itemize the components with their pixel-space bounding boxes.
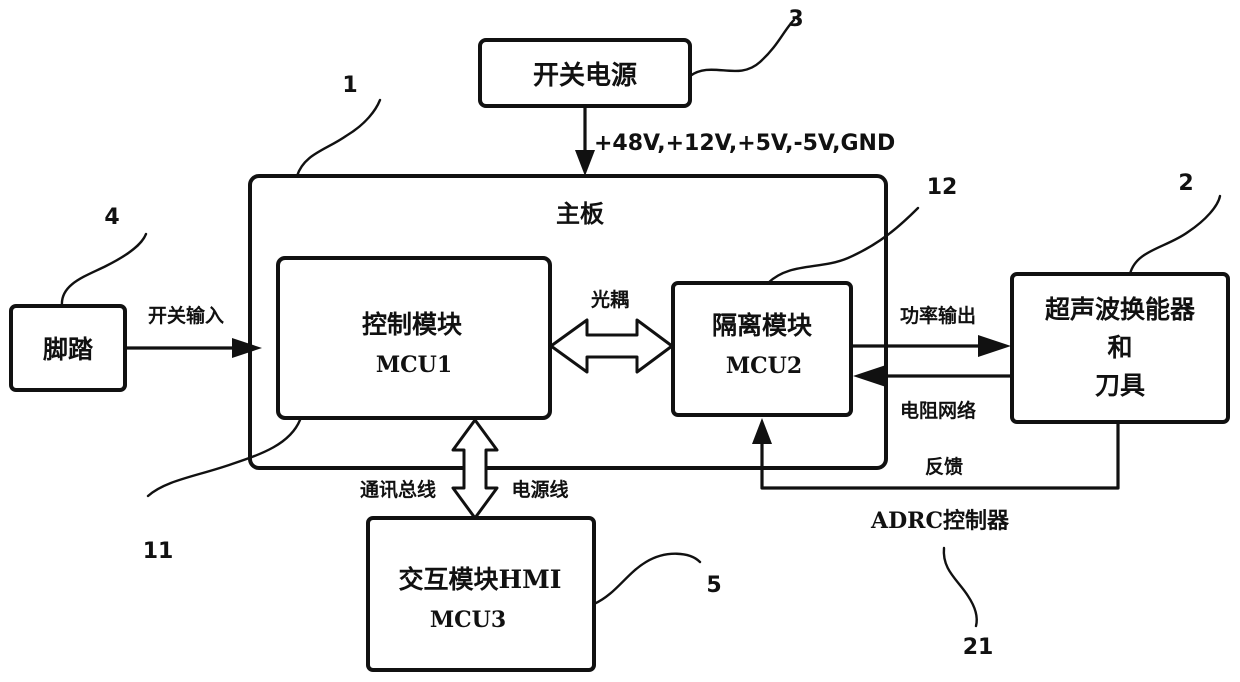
leader-curve-4	[62, 234, 146, 306]
ref-number-21: 21	[963, 635, 994, 660]
power-rail-arrow	[575, 106, 595, 176]
foot-pedal-label: 脚踏	[43, 335, 94, 364]
transducer-label-line2: 和	[1107, 333, 1132, 362]
ref-number-3: 3	[788, 7, 803, 32]
power-output-label: 功率输出	[900, 304, 976, 327]
hmi-module-block: 交互模块HMI MCU3	[368, 518, 594, 670]
power-supply-label: 开关电源	[533, 61, 637, 91]
power-supply-block: 开关电源	[480, 40, 690, 106]
switch-input-label: 开关输入	[148, 304, 224, 327]
hmi-module-mcu: MCU3	[430, 607, 506, 633]
leader-curve-3	[690, 20, 794, 76]
ref-number-4: 4	[104, 205, 119, 230]
resistor-network-arrow	[853, 365, 1011, 387]
transducer-label-line1: 超声波换能器	[1045, 295, 1196, 324]
ref-number-5: 5	[706, 573, 721, 598]
mainboard-label: 主板	[556, 199, 605, 228]
power-rails-label: +48V,+12V,+5V,-5V,GND	[594, 131, 895, 156]
isolation-module-block: 隔离模块 MCU2	[673, 283, 851, 415]
ref-number-12: 12	[927, 175, 958, 200]
isolation-module-name: 隔离模块	[712, 311, 812, 340]
control-module-mcu: MCU1	[376, 352, 452, 378]
control-module-block: 控制模块 MCU1	[278, 258, 550, 418]
comm-bus-label: 通讯总线	[360, 478, 436, 501]
adrc-label: ADRC控制器	[870, 508, 1010, 534]
hmi-module-name: 交互模块HMI	[399, 565, 562, 594]
ref-number-1: 1	[342, 73, 357, 98]
transducer-block: 超声波换能器 和 刀具	[1012, 274, 1228, 422]
ref-number-2: 2	[1178, 171, 1193, 196]
resistor-network-label: 电阻网络	[900, 399, 976, 422]
optocoupler-label: 光耦	[590, 288, 629, 311]
ref-number-11: 11	[143, 539, 174, 564]
leader-curve-1	[297, 100, 380, 176]
foot-pedal-block: 脚踏	[11, 306, 125, 390]
control-module-name: 控制模块	[362, 310, 462, 339]
switch-input-arrow	[126, 338, 262, 358]
feedback-label: 反馈	[925, 455, 963, 478]
leader-curve-5	[594, 554, 700, 604]
leader-curve-2	[1130, 196, 1220, 274]
transducer-label-line3: 刀具	[1095, 371, 1145, 400]
isolation-module-mcu: MCU2	[726, 353, 802, 379]
leader-curve-21	[944, 548, 977, 626]
power-line-label: 电源线	[511, 478, 568, 501]
